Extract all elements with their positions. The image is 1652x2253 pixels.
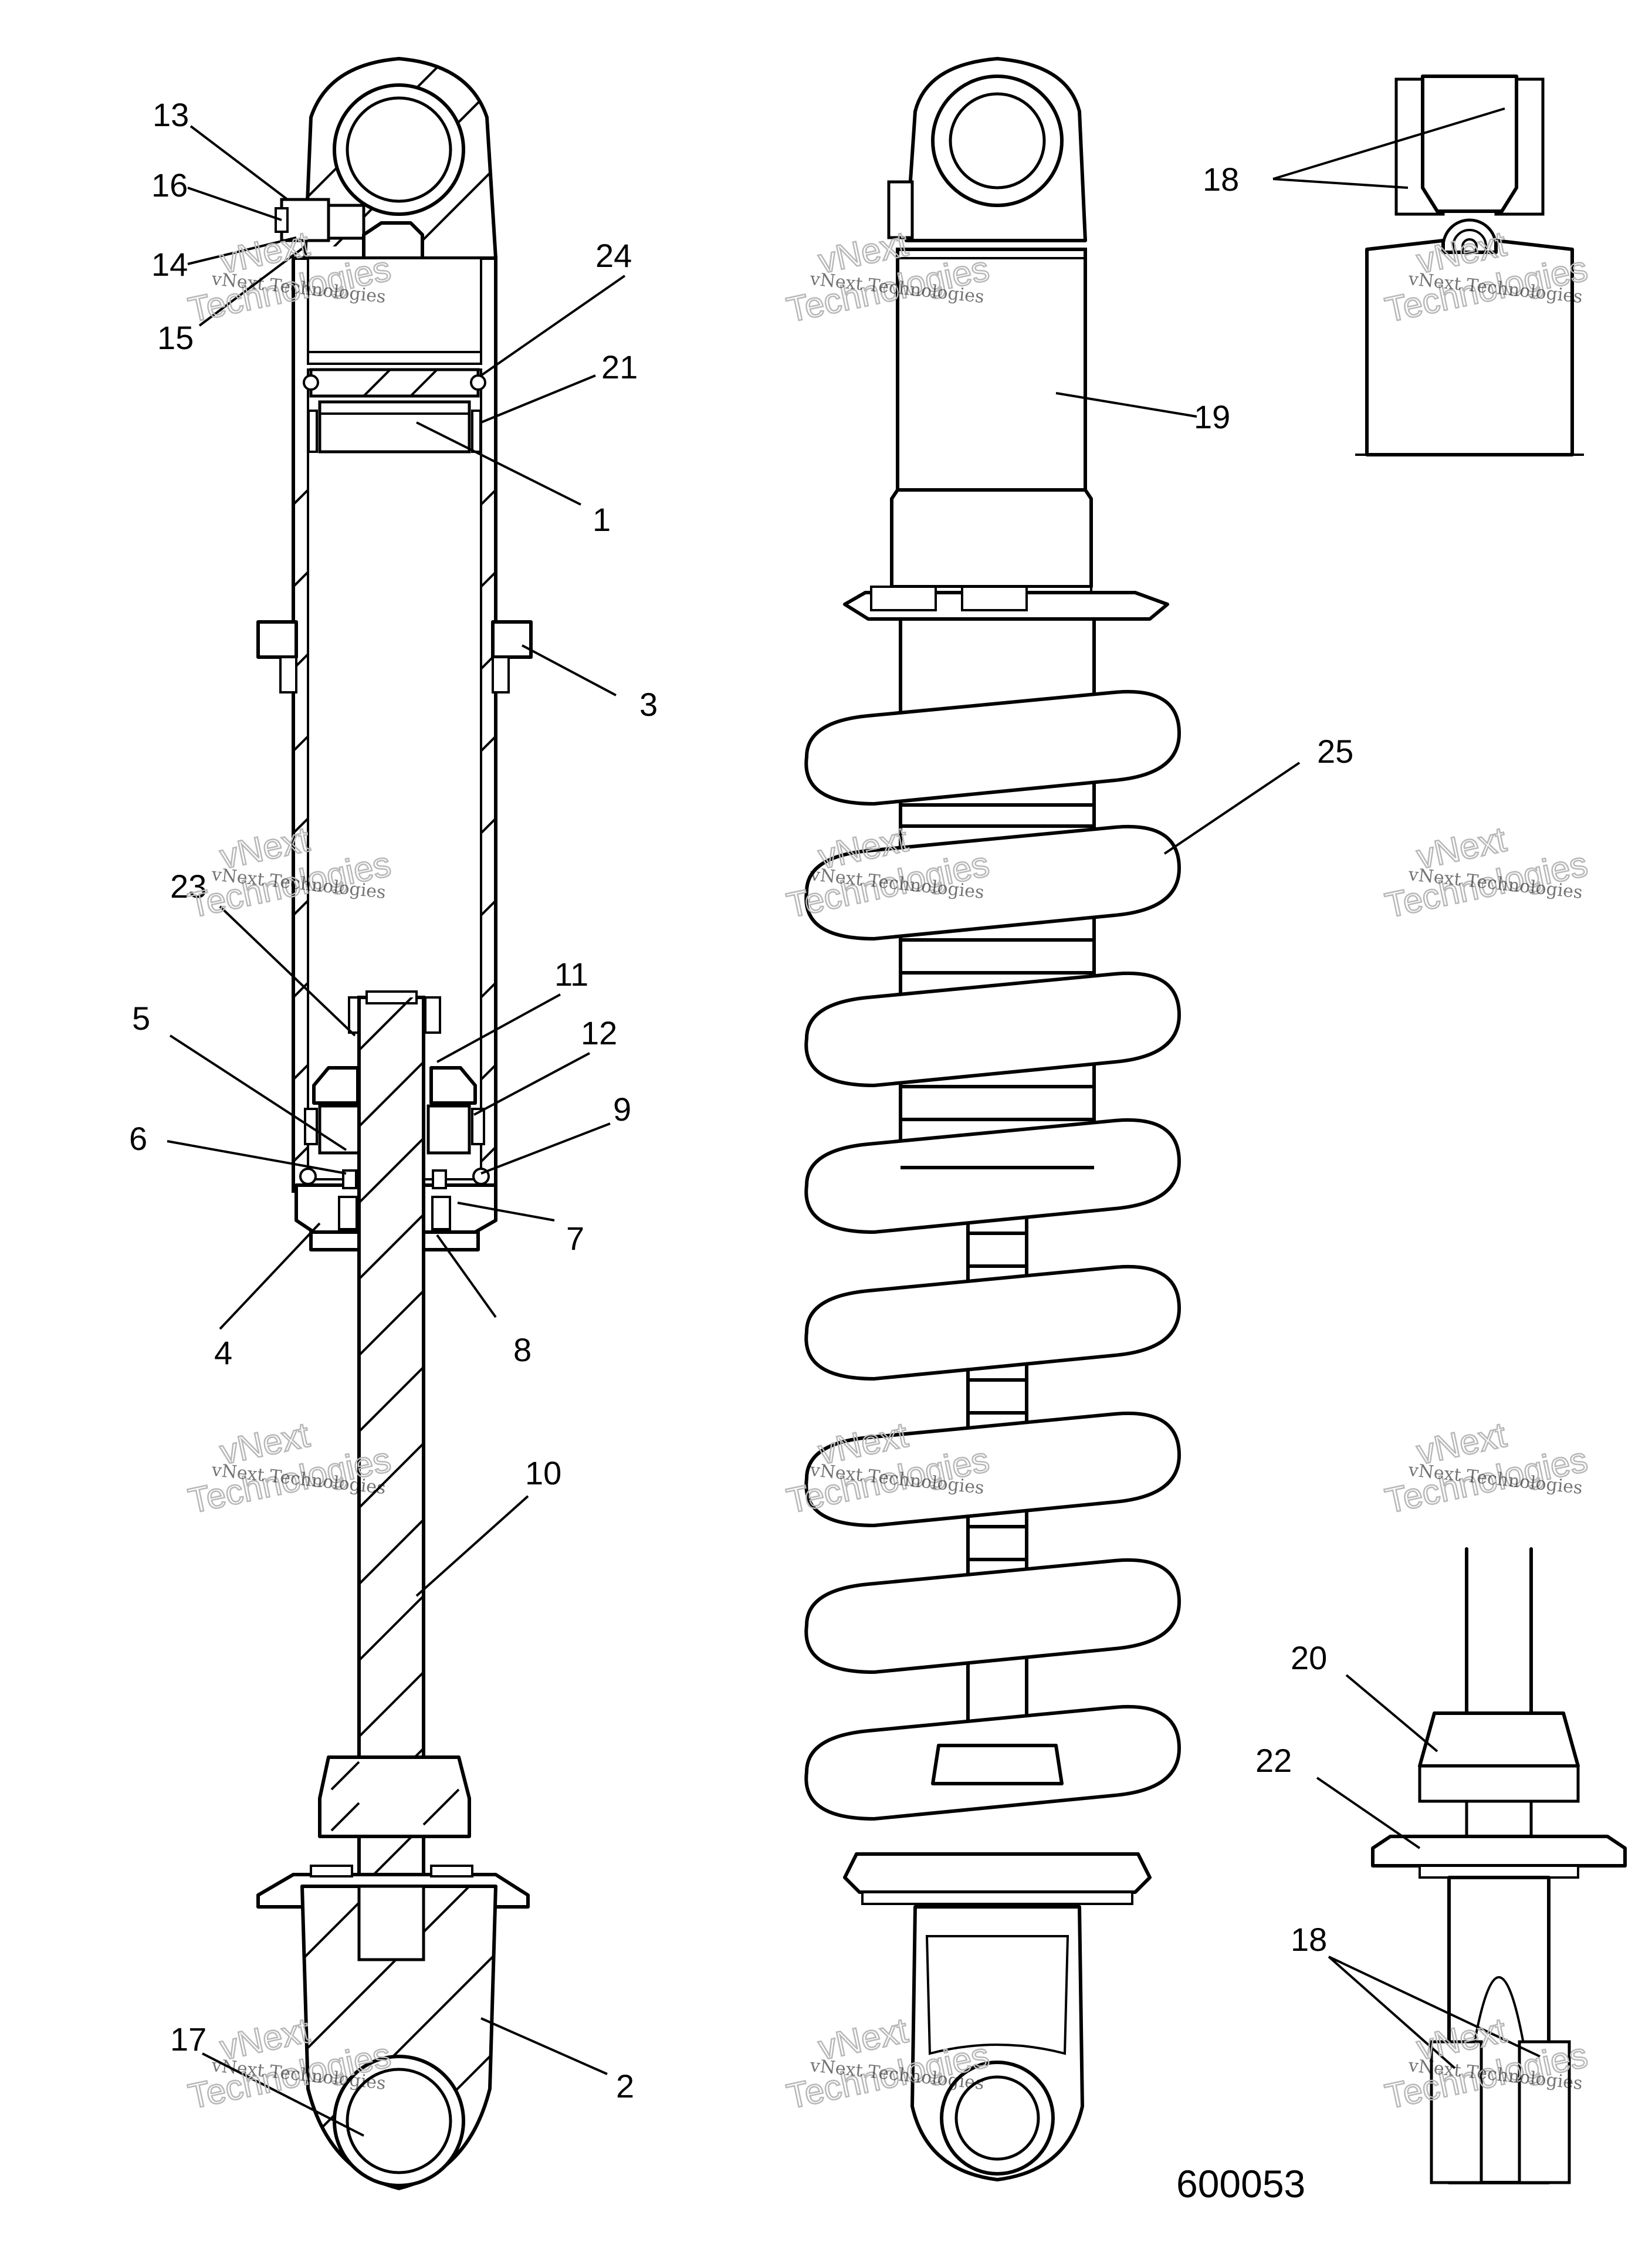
coil-spring: [804, 689, 1182, 1821]
callout-13: 13: [153, 96, 189, 133]
callout-9: 9: [613, 1091, 631, 1128]
callout-10: 10: [525, 1454, 561, 1491]
callout-22: 22: [1255, 1742, 1292, 1779]
callout-11: 11: [554, 956, 588, 993]
callout-3: 3: [639, 686, 658, 723]
callout-labels: 13 16 14 15 24 21 1 3 23 11 12 5 6 9 7 4…: [129, 96, 1353, 2205]
shock-assembly-drawing: [804, 57, 1182, 2181]
callout-12: 12: [581, 1014, 617, 1051]
callout-2: 2: [616, 2068, 634, 2105]
callout-17: 17: [170, 2021, 206, 2058]
callout-8: 8: [513, 1331, 532, 1368]
callout-19: 19: [1194, 398, 1230, 435]
callout-18-bottom: 18: [1291, 1921, 1327, 1958]
callout-6: 6: [129, 1120, 147, 1157]
callout-25: 25: [1317, 733, 1353, 770]
leader-lines: [167, 107, 1541, 2137]
callout-15: 15: [157, 319, 194, 356]
callout-16: 16: [151, 167, 188, 204]
callout-21: 21: [601, 349, 638, 385]
top-eyelet-section: [275, 57, 497, 260]
bottom-eyelet-section: [300, 1885, 497, 2190]
callout-4: 4: [214, 1334, 232, 1371]
diagram-number: 600053: [1176, 2162, 1305, 2205]
callout-14: 14: [151, 246, 188, 283]
callout-1: 1: [593, 501, 611, 538]
shock-section-drawing: [256, 57, 533, 2190]
top-eyelet-detail: [1355, 75, 1584, 456]
bump-stop-section: [318, 1755, 471, 1838]
callout-18-top: 18: [1203, 161, 1239, 198]
bottom-eyelet-detail: [1371, 1547, 1627, 2184]
callout-7: 7: [566, 1220, 584, 1257]
callout-20: 20: [1291, 1639, 1327, 1676]
callout-24: 24: [595, 237, 632, 274]
callout-23: 23: [170, 868, 206, 905]
callout-5: 5: [132, 1000, 150, 1037]
